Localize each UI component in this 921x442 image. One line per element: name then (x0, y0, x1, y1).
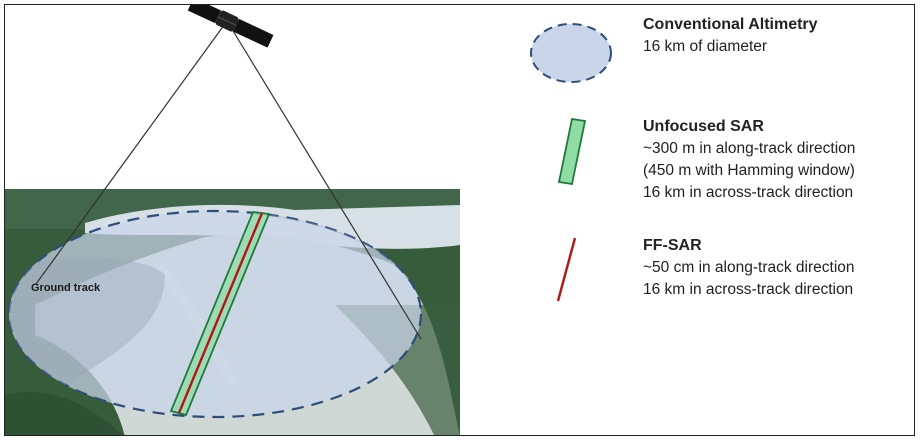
legend-conventional-title: Conventional Altimetry (643, 16, 818, 33)
legend-unfocused-sar-title: Unfocused SAR (643, 118, 764, 135)
altimetry-footprint-scene: Ground track (5, 5, 612, 435)
legend-ff-sar-line-icon (556, 237, 577, 302)
cone-right-line (226, 20, 422, 340)
legend-conventional-ellipse-icon (530, 23, 612, 83)
legend-unfocused-sar-line-3: 16 km in across-track direction (643, 184, 854, 201)
legend-conventional-line-1: 16 km of diameter (643, 38, 768, 55)
ground-track-label: Ground track (31, 282, 101, 294)
ff-sar-line (177, 212, 264, 414)
legend-ff-sar-line-2: 16 km in across-track direction (643, 281, 854, 298)
satellite-icon (187, 5, 274, 48)
legend-unfocused-sar-line-1: ~300 m in along-track direction (643, 140, 856, 157)
legend-ff-sar-title: FF-SAR (643, 237, 702, 254)
legend-unfocused-sar-strip-icon (557, 117, 587, 186)
cone-left-line (35, 20, 228, 285)
legend-ff-sar-line-1: ~50 cm in along-track direction (643, 259, 855, 276)
legend-unfocused-sar-line-2: (450 m with Hamming window) (643, 162, 855, 179)
figure-frame: Ground track Conventional Altimetry 16 k… (4, 4, 915, 436)
